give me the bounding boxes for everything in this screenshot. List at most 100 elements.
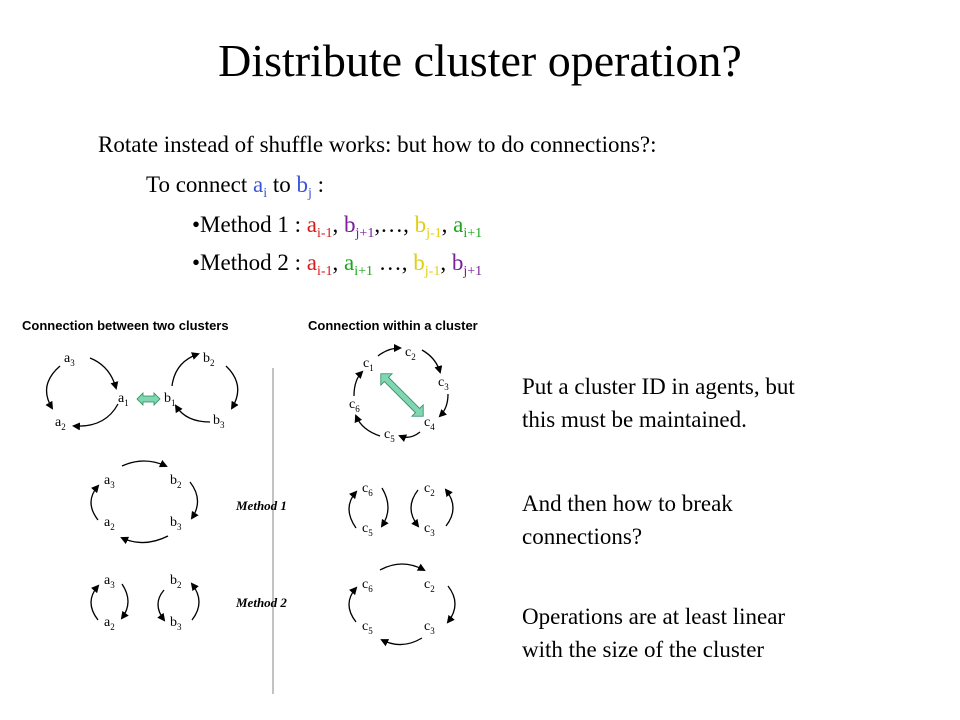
- node-b2: b2: [170, 473, 182, 490]
- node-b3: b3: [170, 615, 182, 632]
- node-c6: c6: [362, 481, 373, 498]
- arrow-a3-b2: [121, 459, 168, 468]
- m1-a: a: [306, 212, 317, 237]
- node-c2: c2: [424, 577, 435, 594]
- m1-sep2: ,…,: [374, 212, 415, 237]
- connect-mid: to: [267, 172, 297, 197]
- m1-b2: b: [414, 212, 427, 237]
- connect-b: b: [296, 172, 308, 197]
- note-break-connections: And then how to break connections?: [522, 487, 942, 553]
- method2-label: Method 2: [235, 595, 287, 610]
- method1-label: Method 1: [235, 498, 287, 513]
- arrow-b2-b3: [225, 365, 239, 410]
- arrow-c5-c6: [348, 586, 358, 623]
- node-b2: b2: [203, 351, 215, 368]
- m2-b-sub: j-1: [424, 264, 441, 279]
- arrow-c1-c2: [377, 344, 402, 357]
- node-c5: c5: [362, 619, 373, 636]
- method2-line: •Method 2 : ai-1, ai+1 …, bj-1, bj+1: [192, 250, 482, 280]
- arrow-c2-c3: [410, 489, 420, 528]
- method1-left-diagram: a3 a2 b2 b3: [90, 459, 199, 545]
- note-operations-linear: Operations are at least linear with the …: [522, 600, 942, 666]
- arrow-b3-b1: [174, 404, 211, 423]
- node-a1: a1: [118, 391, 129, 408]
- connect-b-sub: j: [307, 186, 312, 201]
- m2-a2: a: [344, 250, 355, 275]
- node-a3: a3: [104, 573, 115, 590]
- connect-a-sub: i: [263, 186, 268, 201]
- double-arrow-c1-c4: [380, 373, 424, 417]
- method2-label: •Method 2 :: [192, 250, 307, 275]
- node-c3: c3: [424, 521, 435, 538]
- double-arrow-a1-b1: [136, 392, 161, 406]
- note-break-line1: And then how to break: [522, 491, 733, 516]
- connect-line: To connect ai to bj :: [146, 172, 324, 202]
- top-left-diagram: a3 a2 a1 b1 b2 b3: [45, 351, 239, 432]
- node-a2: a2: [55, 415, 66, 432]
- m1-sep3: ,: [441, 212, 454, 237]
- arrow-a2-a3: [90, 584, 100, 621]
- arrow-c6-c5: [380, 487, 389, 528]
- m1-a-sub: i-1: [316, 226, 333, 241]
- node-c1: c1: [363, 356, 374, 373]
- m2-sep2: …,: [373, 250, 414, 275]
- arrow-c6-c2: [379, 563, 426, 571]
- node-c3: c3: [424, 619, 435, 636]
- note-operations-line2: with the size of the cluster: [522, 637, 765, 662]
- node-a3: a3: [104, 473, 115, 490]
- node-c3: c3: [438, 375, 449, 392]
- arrow-b2-b3: [189, 481, 199, 520]
- slide-title: Distribute cluster operation?: [218, 35, 742, 86]
- note-break-line2: connections?: [522, 524, 643, 549]
- m2-b: b: [413, 250, 425, 275]
- connect-prefix: To connect: [146, 172, 253, 197]
- node-a2: a2: [104, 615, 115, 632]
- connect-suffix: :: [311, 172, 324, 197]
- arrow-a2-a3: [90, 484, 100, 521]
- method2-left-diagram: a3 a2 b2 b3: [90, 573, 200, 632]
- m1-a2: a: [453, 212, 464, 237]
- m1-b-sub: j+1: [355, 226, 375, 241]
- node-b3: b3: [213, 413, 225, 430]
- m1-b2-sub: j-1: [426, 226, 442, 241]
- node-b2: b2: [170, 573, 182, 590]
- node-c5: c5: [362, 521, 373, 538]
- m2-sep1: ,: [332, 250, 345, 275]
- connect-a: a: [252, 172, 264, 197]
- node-c6: c6: [349, 397, 360, 414]
- header-two-clusters: Connection between two clusters: [22, 318, 229, 333]
- arrow-b2-b3: [157, 589, 166, 622]
- note-cluster-id-line1: Put a cluster ID in agents, but: [522, 374, 795, 399]
- method1-line: •Method 1 : ai-1, bj+1,…, bj-1, ai+1: [192, 212, 482, 242]
- arrow-b3-a2: [120, 535, 169, 545]
- intro-line: Rotate instead of shuffle works: but how…: [98, 132, 657, 157]
- arrow-c3-c5: [380, 637, 423, 647]
- node-a2: a2: [104, 515, 115, 532]
- m2-a: a: [306, 250, 317, 275]
- arrow-a3-a2: [120, 583, 129, 620]
- arrow-a3-a2: [45, 365, 61, 410]
- note-cluster-id-line2: this must be maintained.: [522, 407, 747, 432]
- arrow-a3-a1: [89, 357, 119, 390]
- node-b3: b3: [170, 515, 182, 532]
- node-c5: c5: [384, 427, 395, 444]
- arrow-a1-a2: [72, 403, 119, 431]
- node-a3: a3: [64, 351, 75, 368]
- node-c6: c6: [362, 577, 373, 594]
- arrow-c5-c6: [348, 490, 358, 529]
- m2-a-sub: i-1: [316, 264, 333, 279]
- node-c4: c4: [424, 415, 435, 432]
- arrow-c3-c2: [444, 488, 454, 527]
- arrow-c2-c3: [446, 585, 456, 624]
- node-b1: b1: [164, 391, 176, 408]
- method2-right-diagram: c6 c5 c2 c3: [348, 563, 456, 647]
- node-c2: c2: [405, 345, 416, 362]
- m2-b2: b: [451, 250, 464, 275]
- arrow-c2-c3: [421, 349, 443, 374]
- m1-sep1: ,: [332, 212, 345, 237]
- m2-a2-sub: i+1: [354, 264, 374, 279]
- node-c2: c2: [424, 481, 435, 498]
- arrow-c6-c1: [353, 370, 364, 397]
- arrow-b3-b2: [190, 582, 200, 621]
